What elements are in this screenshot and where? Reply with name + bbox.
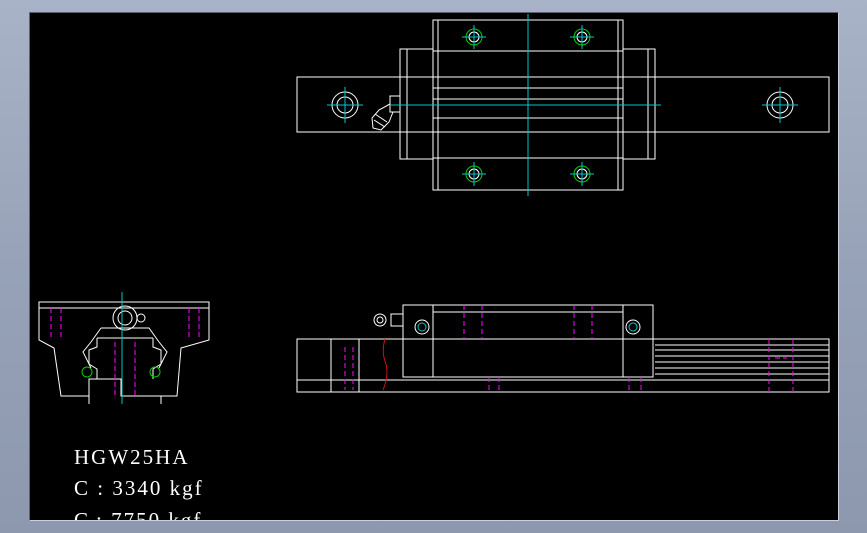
rail-hole-right-icon [762,87,798,123]
rail-side [296,338,830,393]
end-seal-left [399,48,434,160]
seal-screw-icon [625,319,641,335]
dynamic-load-rating: C : 3340 kgf [45,457,204,520]
grease-nipple-icon [371,95,401,131]
end-cap-left [402,304,434,378]
end-cap-right [622,304,654,378]
ball-recirculation-left-icon [81,366,93,378]
block-hole-icon [570,25,594,49]
side-view [296,304,830,393]
static-load-separator: : [96,508,112,521]
top-view [296,14,830,196]
seal-screw-icon [414,319,430,335]
rail-top-outline [296,76,830,133]
rail-profile [88,337,162,379]
dynamic-load-value: 3340 kgf [112,476,204,500]
block-hole-icon [462,25,486,49]
end-view [38,292,210,404]
block-hole-icon [570,162,594,186]
dynamic-load-separator: : [90,476,113,500]
block-body-side [432,304,624,378]
block-hole-icon [462,162,486,186]
ball-recirculation-right-icon [149,366,161,378]
dynamic-load-symbol: C [74,476,91,500]
section-break-line [382,338,388,391]
rail-end-plug [330,338,360,393]
rail-hole-left-icon [327,87,363,123]
static-load-value: 7750 kgf [111,508,203,521]
grease-nipple-icon [373,313,404,327]
end-seal-right [622,48,656,160]
cad-viewport[interactable]: .w { stroke: #ffffff; stroke-width: 1; f… [29,12,838,520]
static-load-symbol: C [74,508,91,521]
static-load-rating: C0: 7750 kgf [45,489,203,521]
model-label: HGW25HA [74,445,190,469]
grease-nipple-icon [112,305,146,331]
cad-drawing: .w { stroke: #ffffff; stroke-width: 1; f… [38,14,830,404]
block-profile [38,301,210,397]
